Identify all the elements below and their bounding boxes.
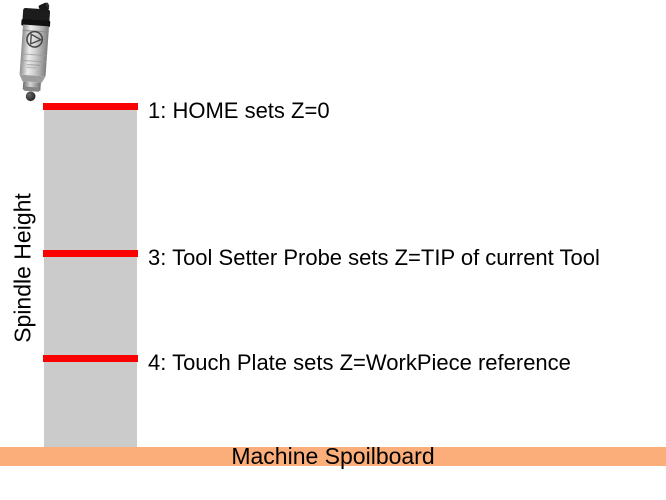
level-line-home bbox=[43, 103, 138, 110]
level-label-touch-plate: 4: Touch Plate sets Z=WorkPiece referenc… bbox=[148, 350, 571, 375]
level-label-home: 1: HOME sets Z=0 bbox=[148, 98, 330, 123]
spoilboard-bar: Machine Spoilboard bbox=[0, 443, 666, 469]
level-line-touch-plate bbox=[43, 355, 138, 362]
spindle-height-axis-label: Spindle Height bbox=[9, 193, 36, 343]
level-label-tool-setter-probe: 3: Tool Setter Probe sets Z=TIP of curre… bbox=[148, 245, 600, 270]
cnc-spindle-icon bbox=[19, 2, 51, 102]
level-line-tool-setter-probe bbox=[43, 250, 138, 257]
spoilboard-label: Machine Spoilboard bbox=[231, 443, 435, 469]
spindle-travel-column bbox=[44, 110, 137, 447]
